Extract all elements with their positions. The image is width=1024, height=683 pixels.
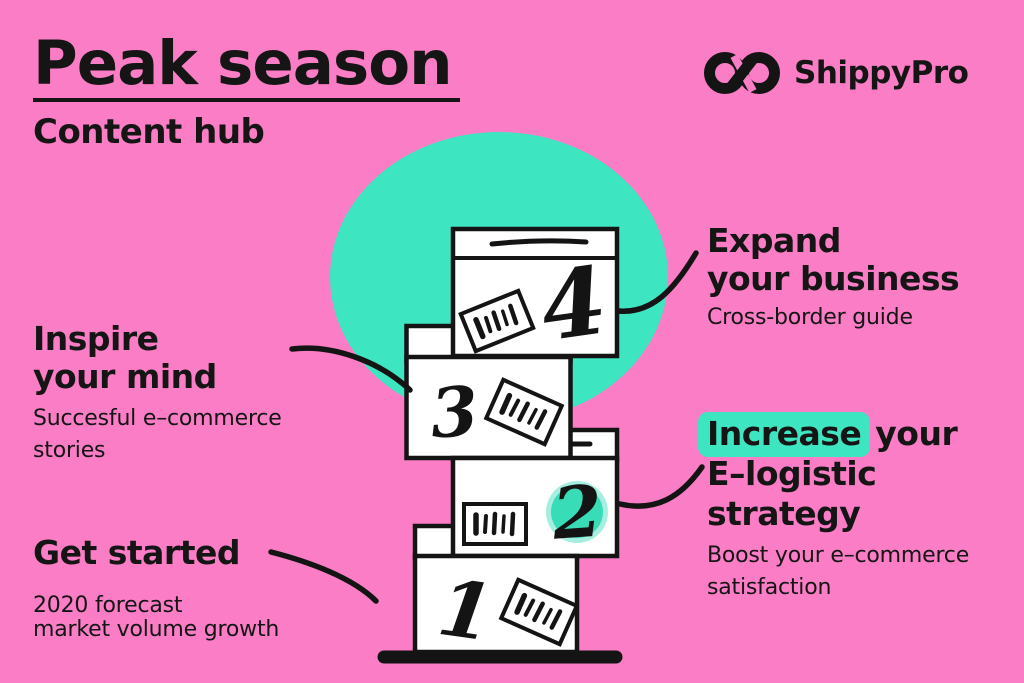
barcode-sticker-4 — [458, 288, 536, 354]
page-title: Peak season — [33, 31, 460, 103]
box-2-lid — [450, 427, 620, 463]
inspire-heading-line2: your mind — [33, 357, 217, 396]
box-number-2: 2 — [549, 468, 605, 555]
increase-subtext-line2: satisfaction — [707, 575, 832, 600]
box-3: 3 — [404, 354, 573, 461]
number-2-badge — [546, 481, 608, 543]
increase-heading-line3: strategy — [707, 494, 861, 533]
expand-heading-line2: your business — [707, 259, 960, 298]
box-number-3: 3 — [428, 372, 481, 455]
connector-inspire-box3 — [289, 345, 413, 393]
page-subtitle: Content hub — [33, 112, 265, 152]
expand-subtext: Cross-border guide — [707, 305, 913, 330]
increase-heading: Increase your E–logistic strategy — [698, 412, 958, 534]
inspire-subtext: Succesful e–commerce stories — [33, 403, 282, 467]
box-3-lid — [404, 323, 573, 364]
inspire-subtext-line1: Succesful e–commerce — [33, 406, 282, 431]
connector-getstarted-box1 — [268, 549, 379, 604]
get-started-subtext: 2020 forecast market volume growth — [33, 594, 279, 642]
box-1-lid — [412, 523, 580, 561]
increase-subtext: Boost your e–commerce satisfaction — [707, 540, 969, 604]
increase-heading-rest: your — [875, 414, 958, 453]
box-4-slit — [489, 238, 589, 247]
box-2: 2 — [450, 455, 620, 559]
connector-box4-expand — [615, 250, 699, 314]
increase-heading-line2: E–logistic — [707, 454, 877, 493]
inspire-subtext-line2: stories — [33, 438, 106, 463]
barcode-sticker-2 — [462, 502, 528, 546]
increase-heading-highlight: Increase — [707, 414, 862, 453]
get-started-heading: Get started — [33, 533, 240, 572]
box-4: 4 — [450, 226, 620, 362]
box-number-4: 4 — [534, 245, 613, 362]
teal-highlight: Increase — [698, 412, 871, 457]
infinity-loop-icon — [704, 52, 780, 94]
teal-circle — [330, 132, 668, 422]
expand-heading-line1: Expand — [707, 221, 841, 260]
brand-logo: ShippyPro — [704, 48, 969, 98]
box-number-1: 1 — [433, 563, 499, 660]
increase-subtext-line1: Boost your e–commerce — [707, 543, 970, 568]
barcode-sticker-1 — [498, 577, 580, 647]
increase-heading-line1: Increase your — [698, 412, 958, 457]
get-started-subtext-line2: market volume growth — [33, 617, 280, 642]
barcode-sticker-3 — [483, 377, 565, 447]
inspire-heading: Inspire your mind — [33, 320, 217, 396]
get-started-subtext-line1: 2020 forecast — [33, 593, 183, 618]
connector-box2-increase — [617, 464, 705, 509]
expand-heading: Expand your business — [707, 221, 960, 298]
box-1: 1 — [412, 553, 580, 660]
brand-name: ShippyPro — [794, 55, 969, 91]
inspire-heading-line1: Inspire — [33, 319, 159, 358]
